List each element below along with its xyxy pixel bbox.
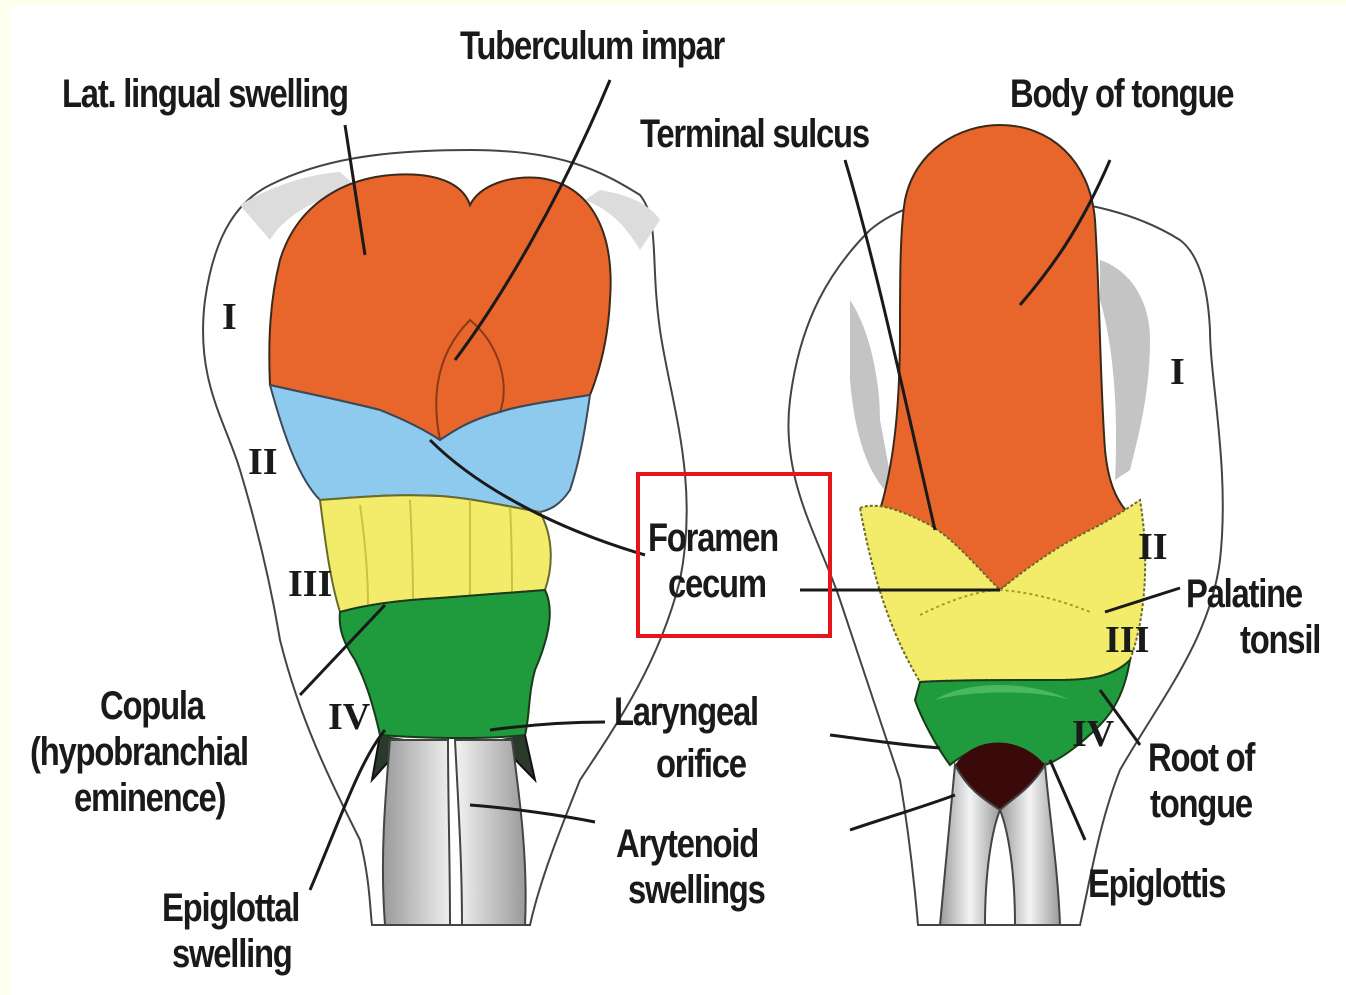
label-swelling: swelling: [172, 932, 292, 976]
label-terminal-sulcus: Terminal sulcus: [640, 112, 869, 156]
label-eminence: eminence): [74, 776, 225, 820]
label-epiglottis: Epiglottis: [1088, 862, 1225, 906]
label-swellings: swellings: [628, 868, 765, 912]
arch-label-right-3: III: [1105, 618, 1149, 662]
label-tongue: tongue: [1150, 782, 1252, 826]
arch-label-right-1: I: [1170, 350, 1185, 394]
arch-label-left-3: III: [288, 562, 332, 606]
label-tuberculum-impar: Tuberculum impar: [460, 24, 724, 68]
left-embryo-drawing: [203, 150, 687, 925]
arch-label-right-4: IV: [1072, 712, 1114, 756]
label-body-of-tongue: Body of tongue: [1010, 72, 1233, 116]
arch-label-left-1: I: [222, 295, 237, 339]
arch-label-right-2: II: [1138, 525, 1168, 569]
label-root-of: Root of: [1148, 736, 1254, 780]
label-palatine: Palatine: [1186, 572, 1302, 616]
label-laryngeal: Laryngeal: [614, 690, 758, 734]
label-hypobranchial: (hypobranchial: [30, 730, 248, 774]
label-orifice: orifice: [656, 742, 746, 786]
label-arytenoid: Arytenoid: [616, 822, 758, 866]
label-tonsil: tonsil: [1240, 618, 1320, 662]
label-lat-lingual-swelling: Lat. lingual swelling: [62, 72, 348, 116]
arch-label-left-2: II: [248, 440, 278, 484]
arch-label-left-4: IV: [328, 695, 370, 739]
label-copula: Copula: [100, 684, 204, 728]
foramen-cecum-highlight-box: [636, 472, 832, 638]
label-epiglottal: Epiglottal: [162, 886, 299, 930]
